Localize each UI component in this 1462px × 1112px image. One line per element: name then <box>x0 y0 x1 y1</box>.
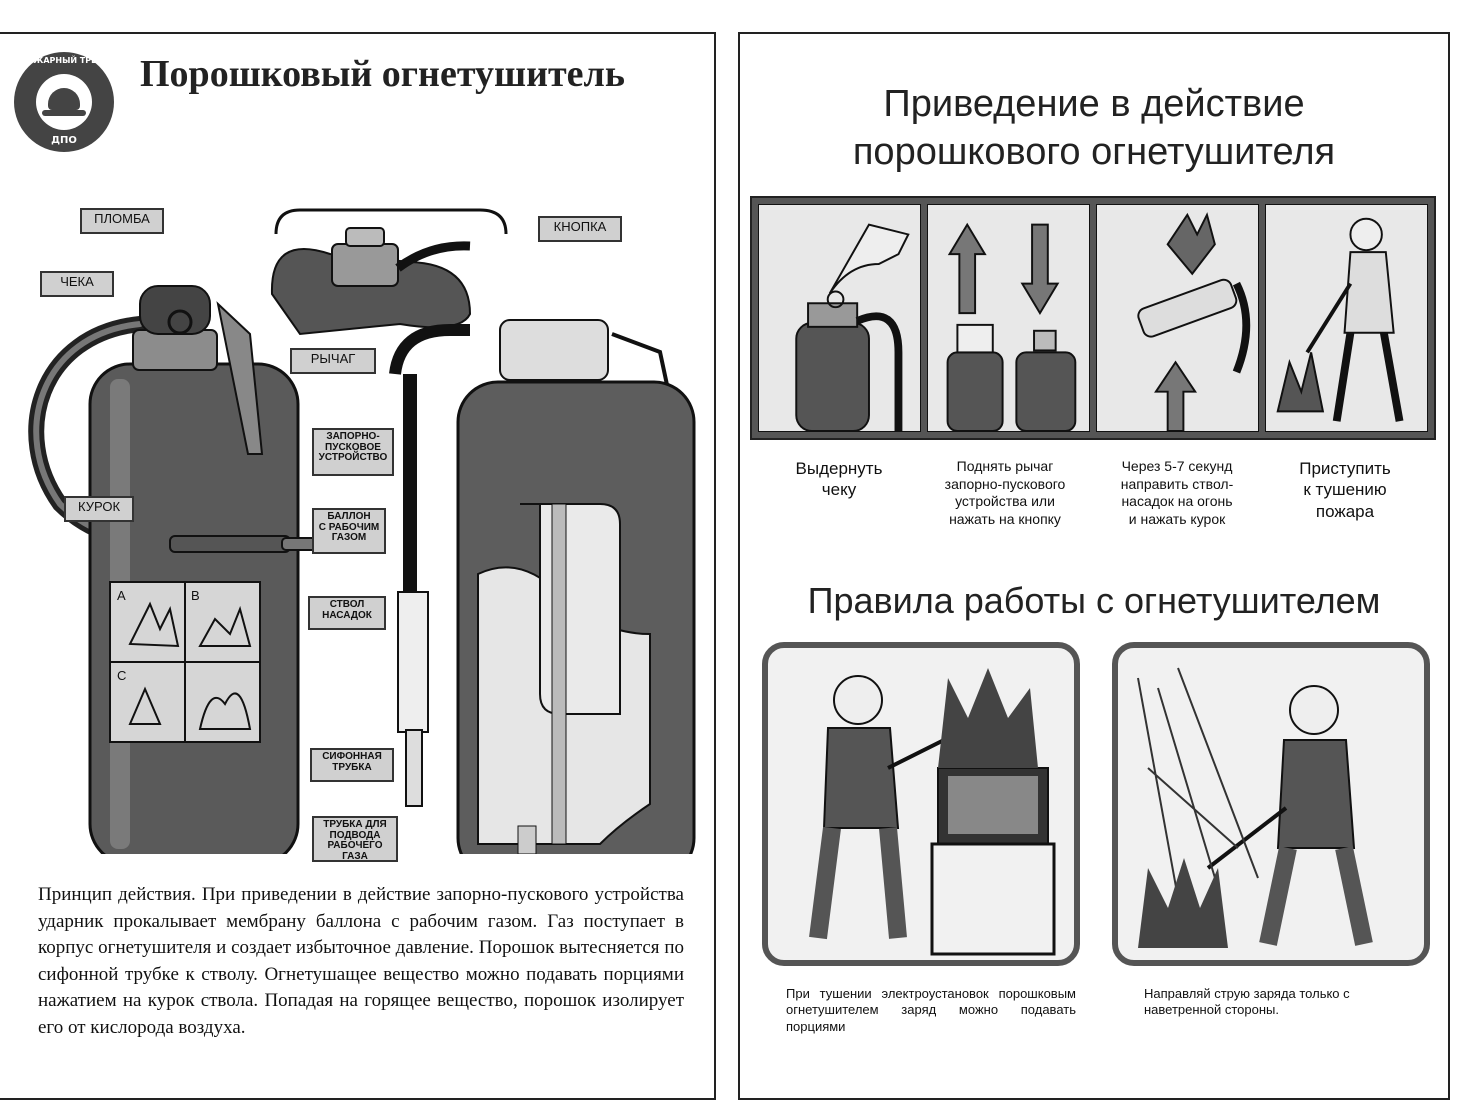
step-4-illustration <box>1265 204 1428 432</box>
label-knopka: КНОПКА <box>538 216 622 242</box>
label-ballon: БАЛЛОН С РАБОЧИМ ГАЗОМ <box>312 508 386 554</box>
poster-title: Порошковый огнетушитель <box>140 53 625 95</box>
class-c-letter: C <box>117 668 126 683</box>
cutaway-cylinder <box>389 319 696 854</box>
instructions-title-line1: Приведение в действие <box>883 83 1305 125</box>
logo-bottom-text: ДПО <box>51 135 77 146</box>
step-1-label: Выдернуть чеку <box>795 459 883 500</box>
label-zaporno: ЗАПОРНО- ПУСКОВОЕ УСТРОЙСТВО <box>312 428 394 476</box>
rule-2-caption: Направляй струю заряда только с наветрен… <box>1144 986 1350 1018</box>
button-inset <box>270 208 508 336</box>
step-3-label: Через 5-7 секунд направить ствол- насадо… <box>1120 458 1234 527</box>
label-kurok: КУРОК <box>64 496 134 522</box>
class-b-letter: B <box>191 588 200 603</box>
right-poster: Приведение в действие порошкового огнету… <box>738 32 1450 1100</box>
left-poster: ПОЖАРНЫЙ ТРЕСТ ДПО Порошковый огнетушите… <box>0 32 716 1100</box>
principle-description: Принцип действия. При приведении в дейст… <box>38 884 684 1038</box>
step-3-illustration <box>1096 204 1259 432</box>
extinguisher-diagram: A B C <box>28 208 696 854</box>
nozzle <box>169 535 291 553</box>
rule-2-illustration <box>1112 642 1430 966</box>
step-4-label: Приступить к тушению пожара <box>1299 459 1391 521</box>
fire-class-pictograms <box>109 581 261 743</box>
rule-1-caption: При тушении электроустановок порошковым … <box>786 986 1076 1034</box>
label-plomba: ПЛОМБА <box>80 208 164 234</box>
fire-trust-logo: ПОЖАРНЫЙ ТРЕСТ ДПО <box>14 52 114 152</box>
steps-strip <box>750 196 1436 440</box>
step-2-label: Поднять рычаг запорно-пускового устройст… <box>944 458 1066 527</box>
instructions-title-line2: порошкового огнетушителя <box>852 131 1336 173</box>
lever <box>216 301 264 455</box>
logo-top-text: ПОЖАРНЫЙ ТРЕСТ <box>20 56 108 65</box>
rules-title: Правила работы с огнетушителем <box>807 580 1381 621</box>
rule-1-illustration <box>762 642 1080 966</box>
label-trubka: ТРУБКА ДЛЯ ПОДВОДА РАБОЧЕГО ГАЗА <box>312 816 398 862</box>
label-stvol: СТВОЛ НАСАДОК <box>308 596 386 630</box>
helmet-icon <box>36 74 92 130</box>
valve-collar <box>132 329 218 371</box>
label-cheka: ЧЕКА <box>40 271 114 297</box>
label-rychag: РЫЧАГ <box>290 348 376 374</box>
cheka-ring <box>167 309 193 335</box>
step-1-illustration <box>758 204 921 432</box>
class-a-letter: A <box>117 588 126 603</box>
label-sifon: СИФОННАЯ ТРУБКА <box>310 748 394 782</box>
step-2-illustration <box>927 204 1090 432</box>
